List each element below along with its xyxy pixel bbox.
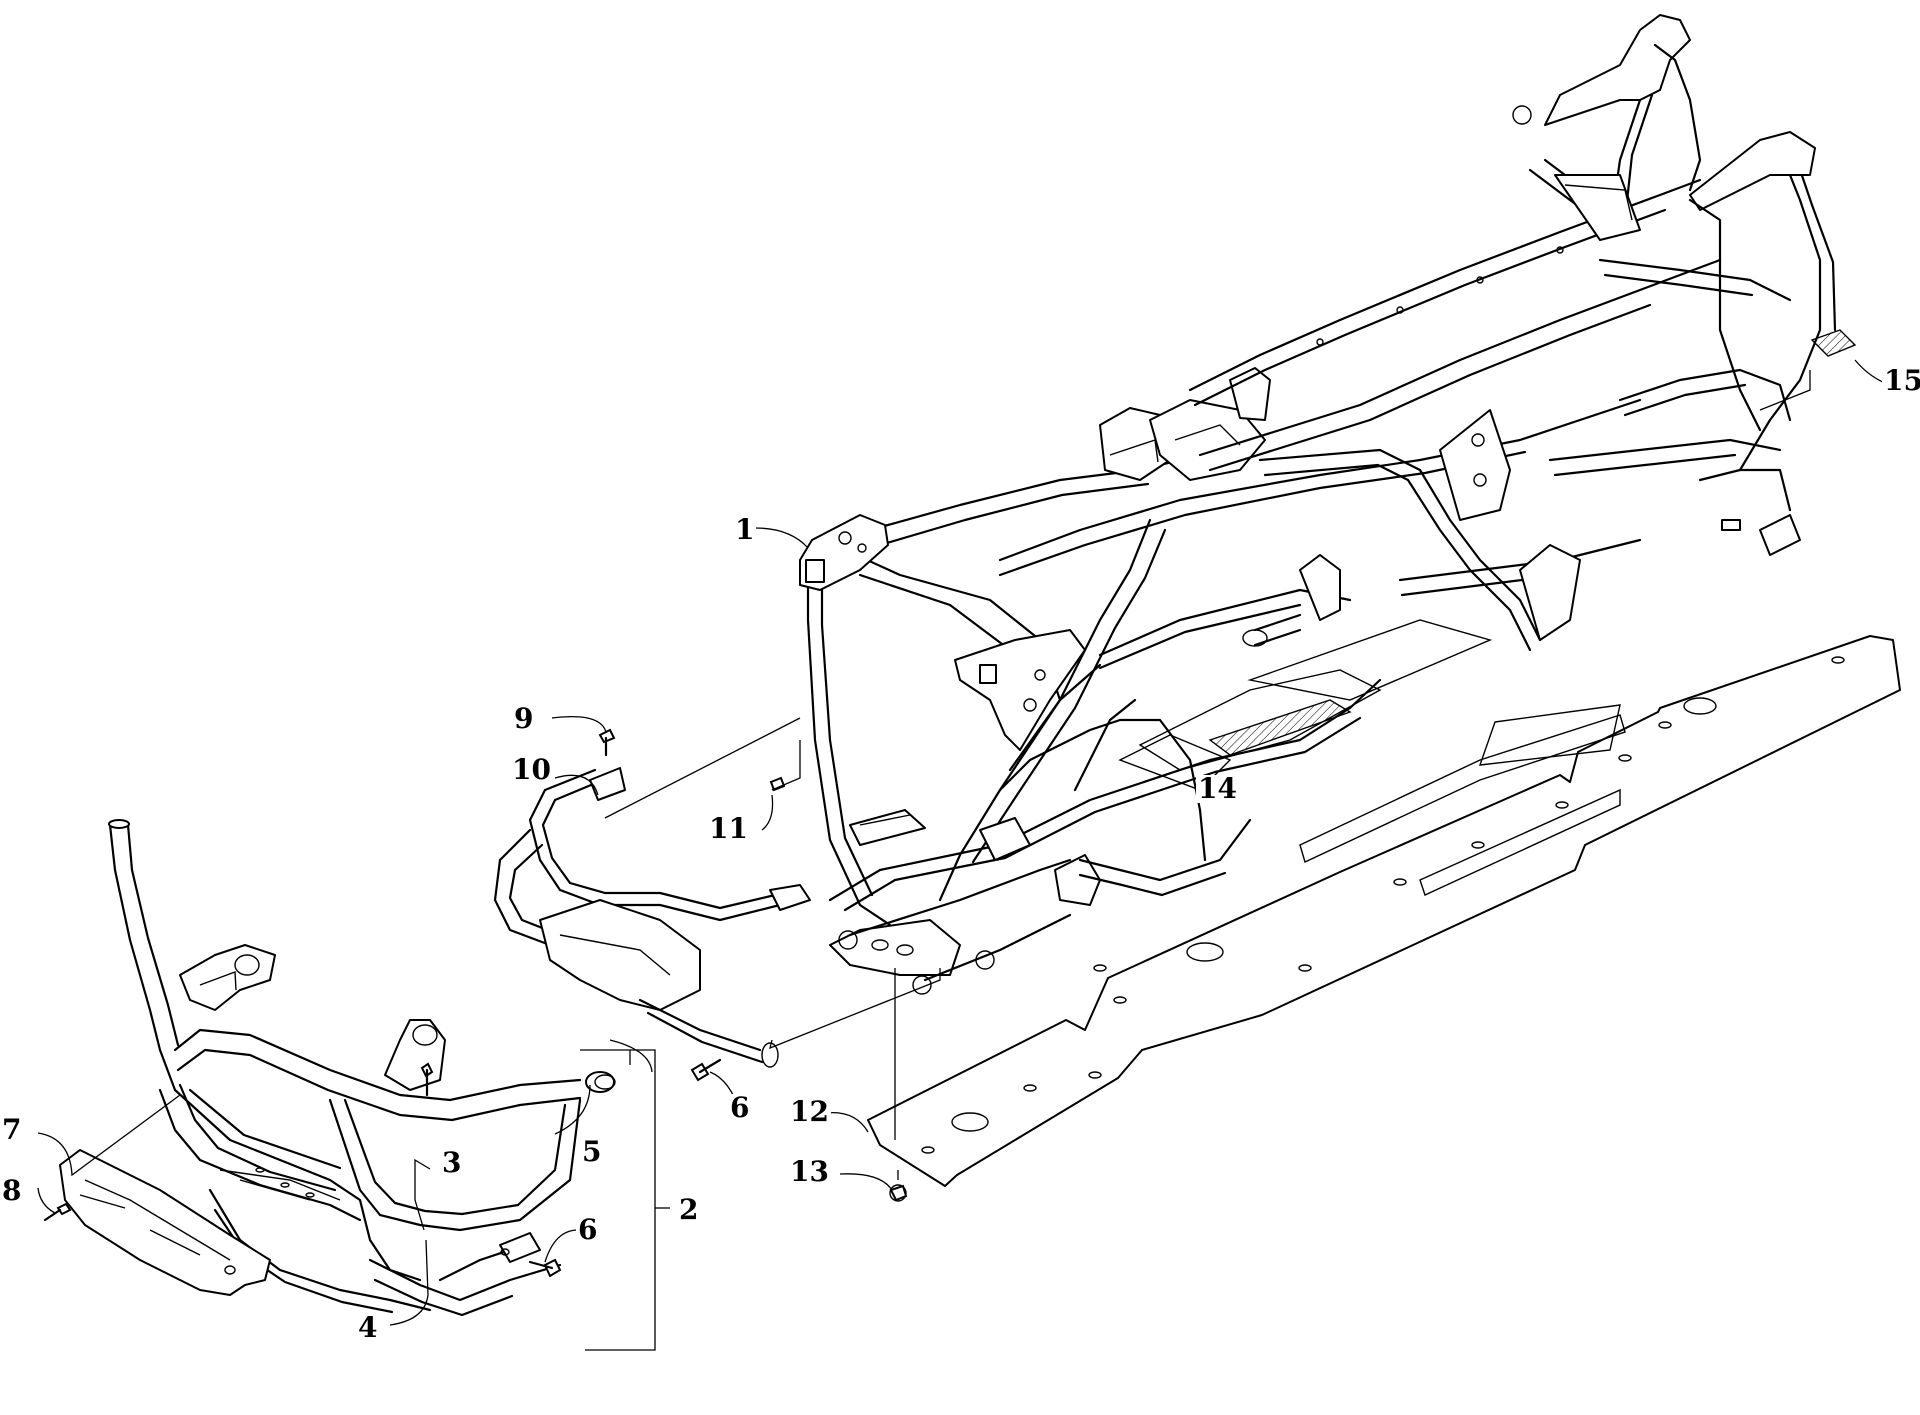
front-lower-mount [829,919,961,976]
rear-bracket-right [1689,131,1816,211]
rear-bracket-top [1544,14,1691,126]
callout-3: 3 [440,1146,464,1179]
seat-bracket-right [1149,399,1266,481]
callout-7: 7 [0,1113,24,1146]
callout-8: 8 [0,1174,24,1207]
front-bumper-upper [528,768,802,922]
brush-guard-right-post [328,1098,582,1232]
callout-1: 1 [733,513,757,546]
callout-2: 2 [677,1193,701,1226]
frame-rear-upright-right [1738,148,1822,472]
frame-front-left-upright [806,563,892,927]
floor-pan-center [1118,734,1232,791]
rear-shock-mount [1439,409,1511,521]
callout-13: 13 [788,1155,831,1188]
callout-11: 11 [707,812,750,845]
skid-bar-plate [59,1149,271,1296]
callout-6-lower: 6 [576,1213,600,1246]
brush-guard-top-bar [173,1028,582,1102]
decal [1810,329,1857,357]
callout-12: 12 [788,1095,831,1128]
callout-14: 14 [1196,772,1239,805]
floor-pan-left [1138,669,1382,771]
skid-plate [867,635,1901,1187]
callout-4: 4 [356,1311,380,1344]
frame-lower-right-rail [998,398,1642,562]
front-bumper-lower-bracket [539,899,701,1011]
callout-10: 10 [510,753,553,786]
frame-footrest [1299,714,1626,863]
callout-15: 15 [1882,367,1920,395]
floor-pad [1208,699,1352,756]
callout-6-upper: 6 [728,1091,752,1124]
group-bracket [580,1049,656,1351]
brush-guard-left-post [108,823,177,1092]
callout-9: 9 [512,702,536,735]
callout-5: 5 [580,1135,604,1168]
gusset-center [954,629,1086,751]
brush-guard-mount-left [179,944,276,1011]
frame-upper-spine [1198,258,1722,457]
